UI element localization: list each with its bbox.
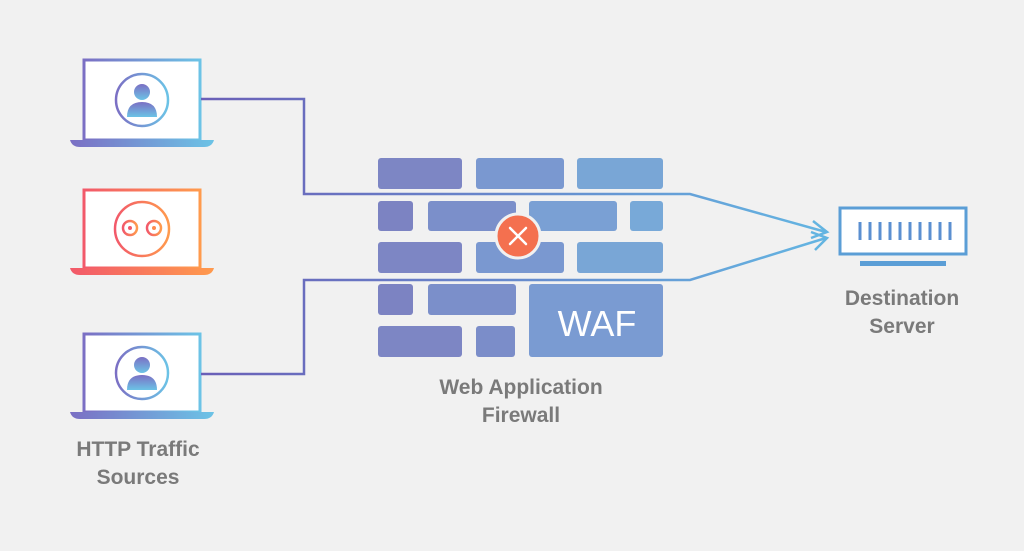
laptop-user-top: [70, 58, 214, 147]
firewall-label-line-2: Firewall: [481, 404, 561, 427]
allowed-flow-bottom: [201, 236, 827, 376]
close-icon: [494, 212, 542, 260]
http-traffic-sources-label: HTTP Traffic Sources: [38, 436, 238, 492]
server-label-line-2: Server: [869, 315, 935, 338]
waf-badge: WAF: [529, 284, 663, 357]
user-icon: [114, 72, 170, 128]
server-icon: [838, 206, 968, 266]
sources-label-line-1: HTTP Traffic: [76, 438, 200, 461]
destination-server-label: Destination Server: [802, 285, 1002, 341]
bot-icon: [113, 200, 171, 258]
waf-badge-text: WAF: [558, 303, 637, 344]
arrowhead-top: [810, 220, 830, 240]
sources-label-line-2: Sources: [96, 466, 180, 489]
allowed-flow-top: [201, 97, 827, 234]
laptop-bot: [70, 188, 214, 275]
arrowhead-bottom: [810, 230, 830, 251]
laptop-user-bottom: [70, 332, 214, 419]
user-icon: [114, 345, 170, 401]
firewall-label-line-1: Web Application: [439, 376, 603, 399]
firewall-wall: [378, 158, 663, 357]
server-label-line-1: Destination: [844, 287, 960, 310]
web-application-firewall-label: Web Application Firewall: [390, 374, 652, 430]
